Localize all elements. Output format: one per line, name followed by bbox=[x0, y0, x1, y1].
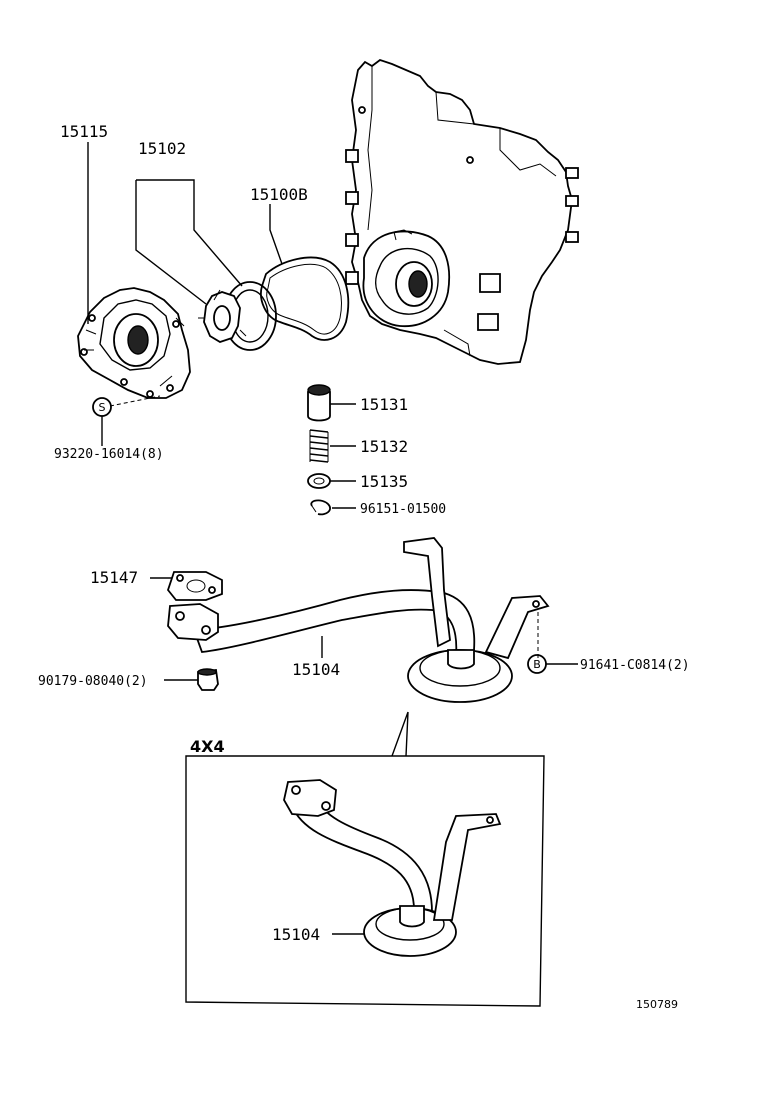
label-15135: 15135 bbox=[360, 472, 408, 491]
label-15132: 15132 bbox=[360, 437, 408, 456]
b-symbol-text: B bbox=[533, 658, 541, 671]
label-15147: 15147 bbox=[90, 568, 138, 587]
label-15115: 15115 bbox=[60, 122, 108, 141]
figure-reference: 150789 bbox=[636, 998, 678, 1011]
oil-pump-body-drawing bbox=[77, 287, 191, 399]
label-15104: 15104 bbox=[292, 660, 340, 679]
fastener-b-symbol: B bbox=[527, 654, 547, 674]
inset-title: 4X4 bbox=[190, 737, 225, 756]
label-15100b: 15100B bbox=[250, 185, 308, 204]
rotor-set-drawing bbox=[198, 281, 277, 351]
relief-valve-drawing bbox=[307, 384, 331, 516]
label-inset-15104: 15104 bbox=[272, 925, 320, 944]
gasket-drawing bbox=[260, 256, 350, 341]
leader-lines bbox=[87, 142, 578, 757]
label-15102: 15102 bbox=[138, 139, 186, 158]
label-15131: 15131 bbox=[360, 395, 408, 414]
oil-strainer-drawing bbox=[166, 537, 550, 703]
label-91641: 91641-C0814(2) bbox=[580, 658, 690, 673]
drain-plug-drawing bbox=[197, 668, 219, 691]
engine-block-drawing bbox=[345, 58, 579, 365]
fastener-s-symbol: S bbox=[92, 397, 112, 417]
label-90179: 90179-08040(2) bbox=[38, 674, 148, 689]
inset-4x4 bbox=[185, 755, 545, 1007]
s-symbol-text: S bbox=[99, 401, 106, 414]
label-93220: 93220-16014(8) bbox=[54, 447, 164, 462]
inset-strainer-drawing bbox=[283, 779, 502, 957]
label-96151: 96151-01500 bbox=[360, 502, 446, 517]
